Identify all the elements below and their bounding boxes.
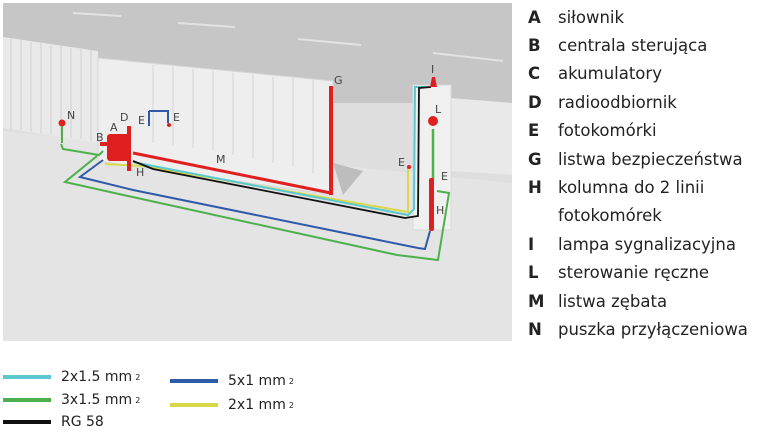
- legend-swatch: [3, 375, 51, 379]
- manual-control-L: [428, 116, 438, 126]
- item-label: listwa bezpieczeństwa: [558, 149, 743, 169]
- item-label: fotokomórki: [558, 121, 657, 141]
- legend-label: 2x1.5 mm: [61, 369, 133, 385]
- right-fence: [451, 98, 512, 175]
- label-G: G: [334, 74, 343, 87]
- gate-scene-illustration: N A B D E E G M E I L E H H: [3, 3, 512, 341]
- label-H-1: H: [136, 166, 144, 179]
- gate-motor-A: [107, 134, 131, 161]
- label-L: L: [435, 103, 442, 116]
- item-key: H: [528, 178, 542, 198]
- legend-sup: 2: [288, 400, 294, 410]
- photocell-column-H-left: [127, 126, 131, 171]
- item-label: fotokomórek: [558, 206, 662, 226]
- road-markings: [72, 12, 504, 62]
- label-D: D: [120, 111, 128, 124]
- item-key: C: [528, 64, 541, 84]
- cable-5x1: [77, 159, 431, 251]
- item-key: I: [528, 234, 535, 254]
- legend-label: 2x1 mm: [228, 397, 286, 413]
- label-H-2: H: [436, 204, 444, 217]
- warning-lamp-I: [430, 77, 437, 87]
- legend-label: RG 58: [61, 414, 104, 430]
- label-B: B: [96, 131, 104, 144]
- label-M: M: [216, 153, 226, 166]
- label-E-4: E: [441, 170, 448, 183]
- gate-bars: [152, 65, 314, 173]
- label-E-2: E: [173, 111, 180, 124]
- item-label: kolumna do 2 linii: [558, 178, 705, 198]
- item-key: G: [528, 149, 542, 169]
- item-label: radioodbiornik: [558, 92, 677, 112]
- sidewalk: [3, 131, 512, 341]
- cable-5x1-photocell-2: [149, 110, 169, 123]
- label-A: A: [110, 121, 118, 134]
- item-key: D: [528, 92, 542, 112]
- junction-box-N: [58, 119, 66, 127]
- legend-swatch: [3, 420, 51, 424]
- item-key: A: [528, 7, 541, 27]
- cable-rg58: [132, 86, 432, 219]
- item-label: listwa zębata: [558, 291, 668, 311]
- legend-sup: 2: [288, 376, 294, 386]
- legend-sup: 2: [135, 395, 141, 405]
- item-label: sterowanie ręczne: [558, 263, 710, 283]
- label-I: I: [431, 63, 434, 76]
- legend-entry-rg58: RG 58: [3, 414, 104, 430]
- item-label: puszka przyłączeniowa: [558, 319, 748, 339]
- label-E-3: E: [398, 156, 405, 169]
- item-key: L: [528, 263, 539, 283]
- gear-rack-M: [132, 151, 332, 195]
- photocell-E-right: [407, 165, 411, 169]
- control-unit-B: [100, 142, 108, 146]
- item-label: centrala sterująca: [558, 36, 708, 56]
- item-key: E: [528, 121, 540, 141]
- fence-bars: [10, 39, 92, 141]
- item-label: akumulatory: [558, 64, 662, 84]
- item-label: siłownik: [558, 7, 625, 27]
- legend-swatch: [170, 379, 218, 383]
- item-key: B: [528, 36, 541, 56]
- cable-3x1.5: [60, 143, 104, 157]
- item-key: N: [528, 319, 542, 339]
- safety-edge-G: [329, 86, 333, 195]
- photocell-column-H-right: [429, 178, 434, 231]
- gate-shadow: [333, 163, 363, 195]
- cable-3x1.5-loop: [62, 155, 451, 262]
- legend-label: 5x1 mm: [228, 373, 286, 389]
- cable-2x1.5: [132, 86, 431, 217]
- list-item: fotokomórek: [528, 202, 748, 230]
- item-label: lampa sygnalizacyjna: [558, 234, 736, 254]
- legend-swatch: [170, 403, 218, 407]
- photocell-E: [167, 123, 171, 127]
- item-key: M: [528, 291, 545, 311]
- legend-sup: 2: [135, 372, 141, 382]
- label-E-1: E: [138, 114, 145, 127]
- legend-swatch: [3, 398, 51, 402]
- legend-label: 3x1.5 mm: [61, 392, 133, 408]
- label-N: N: [67, 109, 75, 122]
